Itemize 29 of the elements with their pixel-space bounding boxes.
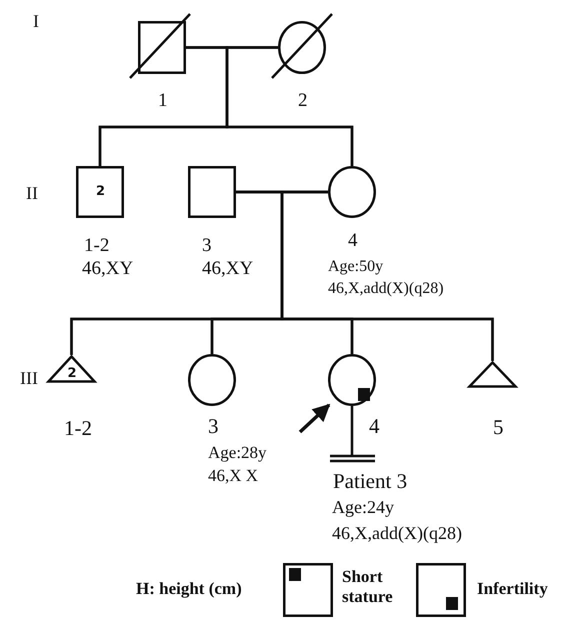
individual-number: 4: [369, 415, 380, 438]
count-label: 2: [68, 367, 77, 380]
pointer-arrow: [298, 404, 330, 434]
individual-info: 46,XY: [82, 259, 134, 280]
individual-number: 1: [158, 91, 168, 112]
legend-label: Infertility: [477, 579, 549, 599]
count-label: 2: [96, 185, 106, 198]
individual-info: Age:24y: [332, 498, 394, 518]
legend-label: Short stature: [342, 567, 394, 606]
individual-number: 3: [202, 236, 212, 257]
individual-number: 2: [298, 91, 308, 112]
individual-number: 5: [493, 416, 504, 440]
individual-info: 46,X,add(X)(q28): [328, 280, 444, 298]
individual-info: Age:50y: [328, 258, 384, 276]
individual-info: 46,XY: [202, 259, 254, 280]
individual-info: Age:28y: [208, 444, 267, 463]
legend-note: H: height (cm): [136, 579, 242, 599]
individual-number: 1-2: [84, 236, 110, 257]
pedigree-line: [226, 46, 354, 166]
generation-label: I: [33, 11, 39, 32]
generation-label: III: [20, 368, 38, 389]
individual-info: Patient 3: [333, 470, 408, 494]
individual-info: 46,X,add(X)(q28): [332, 524, 462, 544]
individual-info: 46,X X: [208, 467, 258, 486]
generation-label: II: [26, 183, 38, 204]
individual-number: 1-2: [64, 417, 92, 440]
pedigree-line: [280, 190, 494, 361]
individual-number: 4: [348, 231, 358, 252]
individual-number: 3: [208, 415, 218, 438]
